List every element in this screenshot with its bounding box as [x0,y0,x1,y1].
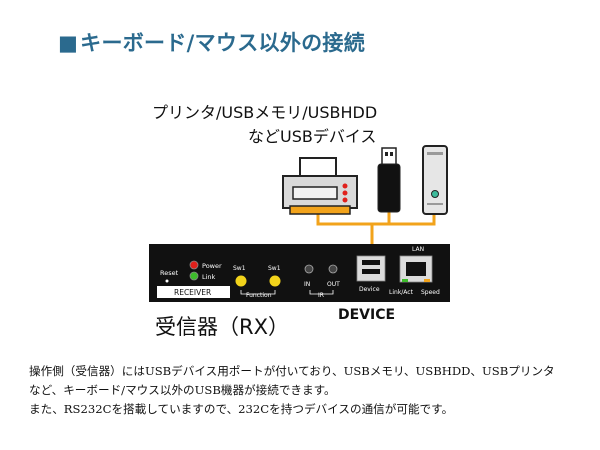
description-line-2: など、キーボード/マウス以外のUSB機器が接続できます。 [29,383,336,397]
speed-label: Speed [421,289,440,296]
receiver-label: 受信器（RX） [155,315,289,339]
ir-out-label: OUT [327,281,340,288]
link-act-led [402,279,408,282]
ir-label: IR [318,292,324,299]
cable-hub-line [316,212,436,226]
sw1-right-switch[interactable] [269,275,281,287]
description-line-3: また、RS232Cを搭載していますので、232Cを持つデバイスの通信が可能です。 [29,402,454,416]
reset-button[interactable] [165,279,169,283]
device-usb-port[interactable] [356,255,386,282]
usb-devices-caption-line2: などUSBデバイス [248,127,377,146]
ir-in-label: IN [304,281,310,288]
sw1-left-switch[interactable] [235,275,247,287]
usb-memory-icon [377,147,401,213]
power-led [189,260,199,270]
sw1-left-label: Sw1 [233,265,246,272]
heading-text: キーボード/マウス以外の接続 [80,30,366,55]
device-port-label: Device [359,286,380,293]
section-heading: ■キーボード/マウス以外の接続 [58,27,365,57]
link-label: Link [202,273,216,281]
sw1-right-label: Sw1 [268,265,281,272]
printer-icon [282,157,358,215]
receiver-badge [157,286,230,298]
ir-in-port[interactable] [304,264,314,274]
lan-label: LAN [412,246,424,253]
usb-devices-caption-line1: プリンタ/USBメモリ/USBHDD [152,103,378,122]
power-label: Power [202,262,222,270]
link-led [189,271,199,281]
function-label: Function [246,292,272,299]
link-act-label: Link/Act [389,289,414,296]
receiver-panel: Reset Power Link RECEIVER Sw1 Sw1 Functi… [149,244,450,302]
speed-led [424,279,430,282]
usb-hdd-icon [422,145,448,215]
reset-label: Reset [160,269,179,277]
description-line-1: 操作側（受信器）にはUSBデバイス用ポートが付いており、USBメモリ、USBHD… [29,364,555,378]
device-label: DEVICE [338,307,396,323]
description: 操作側（受信器）にはUSBデバイス用ポートが付いており、USBメモリ、USBHD… [29,362,589,419]
ir-out-port[interactable] [328,264,338,274]
heading-square-icon: ■ [58,30,79,55]
receiver-badge-label: RECEIVER [174,288,211,297]
